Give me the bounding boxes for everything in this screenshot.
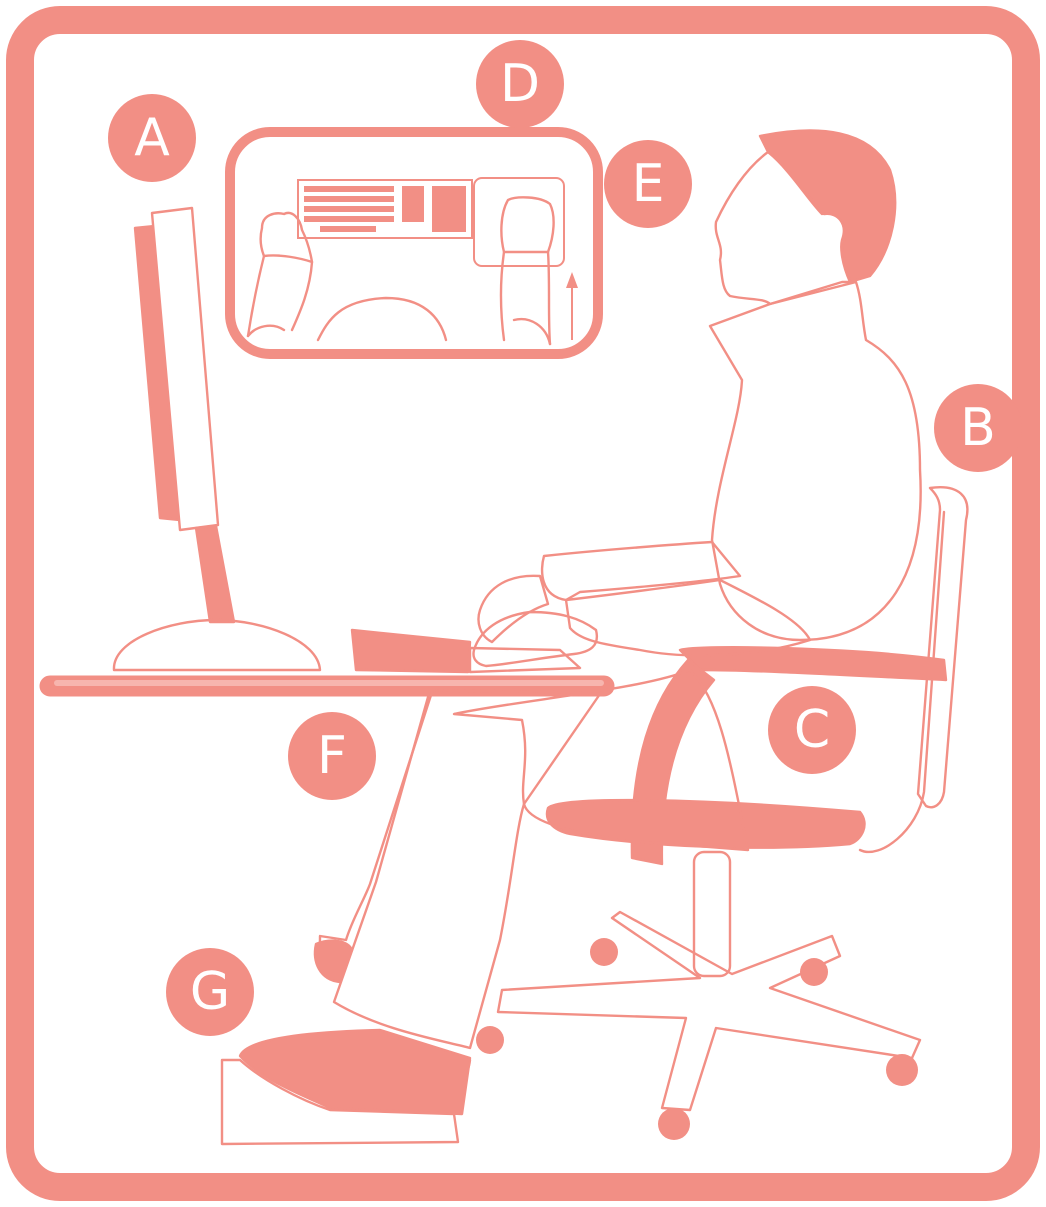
label-a-badge: A	[108, 94, 196, 182]
label-d: D	[500, 58, 540, 110]
label-e: E	[632, 158, 665, 210]
label-b-badge: B	[934, 384, 1022, 472]
label-c: C	[794, 704, 830, 756]
label-g-badge: G	[166, 948, 254, 1036]
keyboard-inset	[230, 132, 598, 354]
label-d-badge: D	[476, 40, 564, 128]
label-a: A	[134, 112, 170, 164]
label-c-badge: C	[768, 686, 856, 774]
label-b: B	[960, 402, 996, 454]
label-g: G	[190, 966, 230, 1018]
label-f: F	[317, 730, 347, 782]
label-f-badge: F	[288, 712, 376, 800]
label-e-badge: E	[604, 140, 692, 228]
